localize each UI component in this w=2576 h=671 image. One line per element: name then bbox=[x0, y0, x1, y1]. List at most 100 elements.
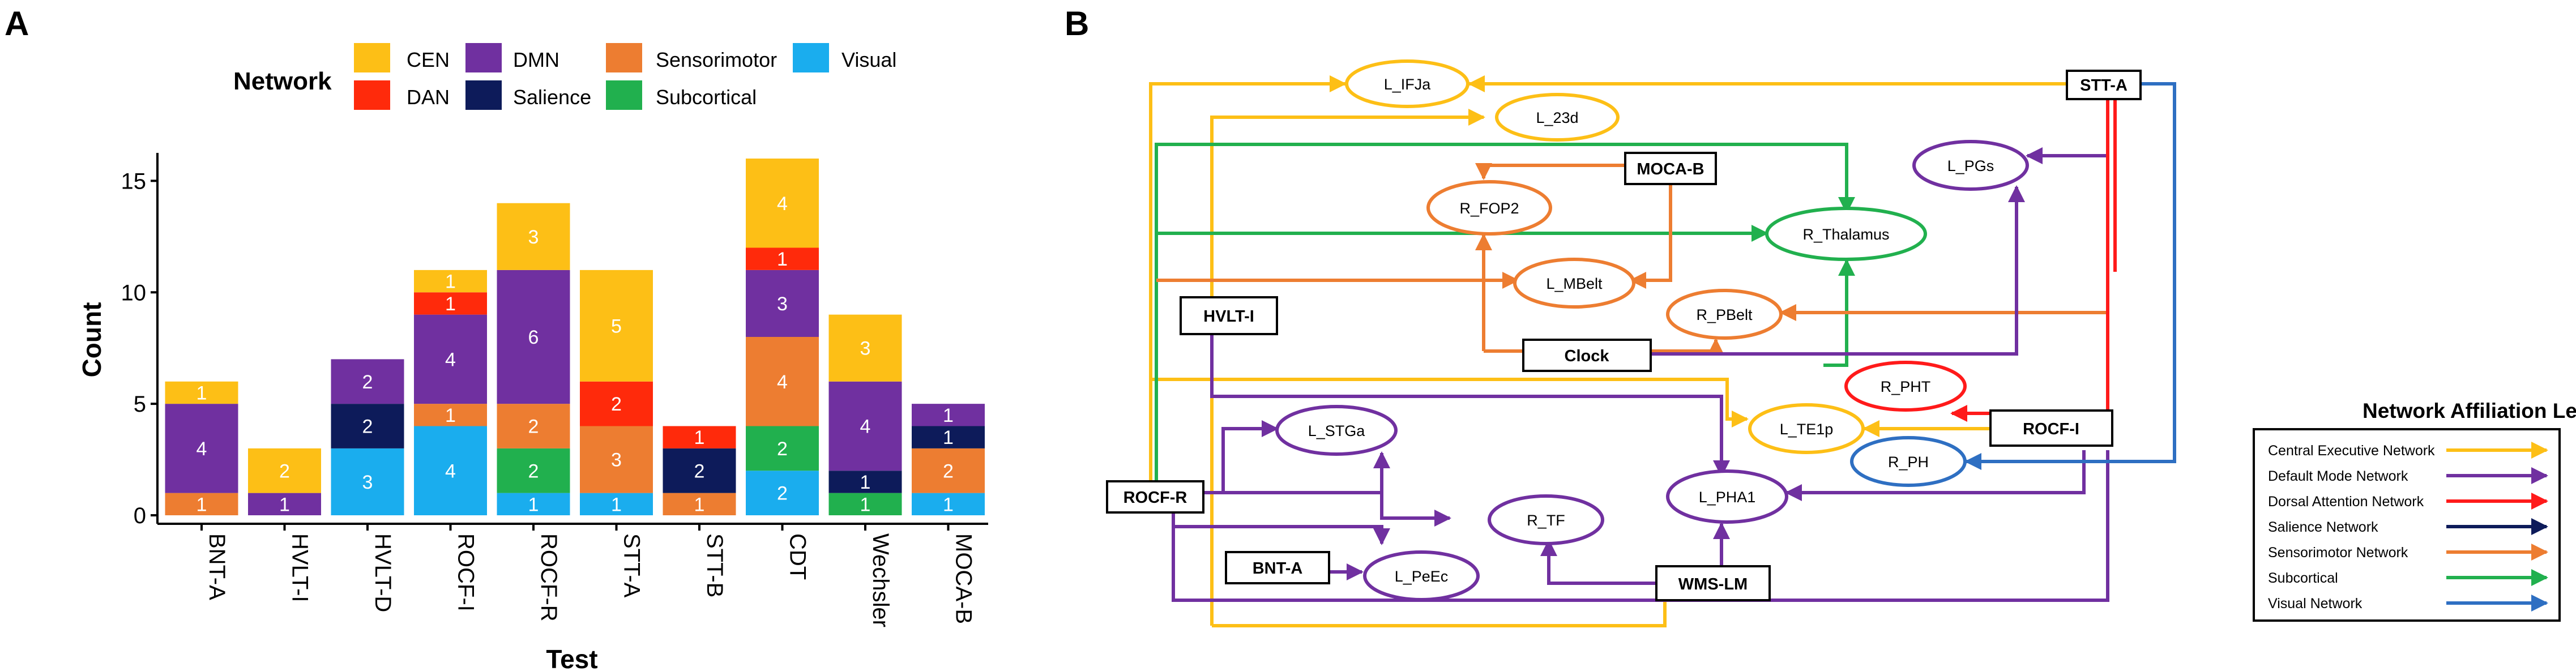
region-label-l-23d: L_23d bbox=[1536, 109, 1578, 126]
edge-hvlti-pha1 bbox=[1210, 334, 1730, 477]
x-tick-label-cdt: CDT bbox=[785, 533, 810, 580]
region-l-te1p bbox=[1748, 403, 1865, 454]
bar-value-label-stt-a-cen: 5 bbox=[611, 315, 622, 337]
bar-segment-moca-b-sensorimotor bbox=[912, 448, 985, 493]
y-tick-label: 10 bbox=[121, 280, 147, 305]
region-l-stga bbox=[1275, 405, 1398, 456]
bar-value-label-moca-b-sensorimotor: 2 bbox=[943, 460, 954, 482]
bar-segment-hvlt-d-salience bbox=[331, 404, 404, 448]
edge-wmslm-loop bbox=[1212, 597, 1667, 627]
bar-value-label-rocf-r-visual: 1 bbox=[528, 494, 539, 515]
bar-segment-hvlt-d-visual bbox=[331, 448, 404, 515]
test-box-moca-b bbox=[1624, 152, 1717, 185]
test-label-clock: Clock bbox=[1565, 347, 1610, 365]
bar-value-label-stt-b-dan: 1 bbox=[694, 427, 705, 448]
test-label-rocf-r: ROCF-R bbox=[1123, 489, 1187, 507]
legend-swatch-salience bbox=[465, 80, 502, 110]
bar-segment-cdt-dan bbox=[746, 247, 819, 270]
x-tick-label-rocf-i: ROCF-I bbox=[454, 533, 479, 612]
edge-clock-pbelt bbox=[1631, 338, 1724, 355]
region-r-pht bbox=[1844, 361, 1967, 412]
bar-segment-rocf-r-visual bbox=[497, 493, 570, 515]
region-l-mbelt bbox=[1513, 258, 1635, 309]
network-legend-label-visual-network: Visual Network bbox=[2268, 596, 2363, 612]
bar-value-label-rocf-i-dan: 1 bbox=[445, 293, 456, 315]
region-l-pgs bbox=[1912, 140, 2029, 191]
bar-value-label-hvlt-i-dmn: 1 bbox=[279, 494, 290, 515]
test-box-stt-a bbox=[2066, 70, 2142, 100]
legend-swatch-dan bbox=[354, 80, 390, 110]
region-label-r-tf: R_TF bbox=[1527, 512, 1565, 529]
bar-value-label-rocf-i-sensorimotor: 1 bbox=[445, 405, 456, 426]
bar-value-label-cdt-subcortical: 2 bbox=[777, 438, 788, 460]
legend-label-dan: DAN bbox=[407, 86, 450, 109]
bar-value-label-hvlt-d-salience: 2 bbox=[362, 416, 373, 438]
test-box-clock bbox=[1522, 339, 1652, 372]
edge-rocf-i-pha1 bbox=[1785, 450, 2086, 501]
region-label-l-ifja: L_IFJa bbox=[1384, 76, 1432, 93]
bar-value-label-stt-b-sensorimotor: 1 bbox=[694, 494, 705, 515]
edge-clock-pgs bbox=[1631, 185, 2025, 356]
bar-segment-hvlt-i-dmn bbox=[248, 493, 321, 515]
bar-segment-bnt-a-sensorimotor bbox=[165, 493, 238, 515]
panel-b-label: B bbox=[1065, 5, 1089, 42]
bar-value-label-moca-b-visual: 1 bbox=[943, 494, 954, 515]
test-label-wms-lm: WMS-LM bbox=[1678, 575, 1748, 593]
bar-segment-bnt-a-cen bbox=[165, 381, 238, 404]
test-box-bnt-a bbox=[1225, 551, 1330, 584]
legend-label-subcortical: Subcortical bbox=[656, 86, 757, 109]
x-tick-label-stt-b: STT-B bbox=[702, 533, 727, 597]
bar-segment-moca-b-salience bbox=[912, 426, 985, 448]
network-legend-label-dorsal-attention-network: Dorsal Attention Network bbox=[2268, 494, 2424, 510]
region-r-pbelt bbox=[1666, 289, 1783, 340]
edge-rocf-r-thalamus bbox=[1155, 143, 1855, 493]
bar-segment-wechsler-cen bbox=[828, 314, 902, 382]
network-legend-label-default-mode-network: Default Mode Network bbox=[2268, 468, 2408, 484]
region-r-fop2 bbox=[1426, 180, 1552, 236]
bar-segment-rocf-i-dan bbox=[414, 292, 487, 315]
x-tick-label-stt-a: STT-A bbox=[620, 533, 644, 598]
bar-segment-stt-b-dan bbox=[663, 426, 736, 448]
network-legend: Network Affiliation Legend Central Execu… bbox=[2253, 399, 2576, 622]
bar-value-label-cdt-cen: 4 bbox=[777, 193, 788, 215]
connection-lines bbox=[1149, 75, 2176, 627]
network-legend-label-central-executive-network: Central Executive Network bbox=[2268, 443, 2435, 459]
legend-label-visual: Visual bbox=[841, 48, 896, 71]
edge-mocab-mbelt bbox=[1629, 184, 1672, 289]
bar-segment-rocf-i-sensorimotor bbox=[414, 404, 487, 426]
bar-segment-cdt-cen bbox=[746, 159, 819, 248]
bar-segment-hvlt-i-cen bbox=[248, 448, 321, 493]
bar-value-label-stt-b-salience: 2 bbox=[694, 460, 705, 482]
legend-label-salience: Salience bbox=[513, 86, 591, 109]
bar-value-label-hvlt-i-cen: 2 bbox=[279, 460, 290, 482]
bar-value-label-rocf-i-visual: 4 bbox=[445, 460, 456, 482]
region-l-peec bbox=[1363, 550, 1480, 601]
x-axis-title: Test bbox=[546, 644, 597, 671]
bar-value-label-bnt-a-sensorimotor: 1 bbox=[196, 494, 207, 515]
edge-wmslm-tf bbox=[1540, 539, 1656, 585]
region-r-ph bbox=[1850, 436, 1967, 487]
bar-value-label-wechsler-cen: 3 bbox=[860, 338, 871, 360]
legend-swatch-cen bbox=[354, 43, 390, 72]
region-l-23d bbox=[1495, 93, 1620, 142]
legend-swatch-subcortical bbox=[606, 80, 642, 110]
x-tick-label-hvlt-i: HVLT-I bbox=[288, 533, 313, 602]
test-label-hvlt-i: HVLT-I bbox=[1203, 307, 1254, 326]
test-box-rocf-i bbox=[1989, 409, 2113, 447]
bar-value-label-hvlt-d-dmn: 2 bbox=[362, 371, 373, 393]
region-label-l-pgs: L_PGs bbox=[1947, 157, 1994, 174]
edge-rocf-r-loop bbox=[1172, 450, 2109, 602]
panel-a-chart: A Network CEN DAN DMN Salience Sensorimo… bbox=[5, 5, 988, 671]
bar-segment-rocf-r-sensorimotor bbox=[497, 404, 570, 448]
bar-segment-moca-b-dmn bbox=[912, 404, 985, 426]
bar-segment-cdt-sensorimotor bbox=[746, 337, 819, 426]
region-label-r-pht: R_PHT bbox=[1881, 378, 1931, 395]
region-label-l-peec: L_PeEc bbox=[1395, 568, 1449, 585]
test-nodes: STT-A MOCA-B HVLT-I Clock ROCF-I ROCF-R … bbox=[1106, 70, 2142, 601]
bar-segment-stt-b-salience bbox=[663, 448, 736, 493]
region-l-ifja bbox=[1345, 59, 1469, 108]
x-tick-label-rocf-r: ROCF-R bbox=[536, 533, 561, 622]
region-label-r-pbelt: R_PBelt bbox=[1696, 306, 1753, 323]
bar-value-label-stt-a-visual: 1 bbox=[611, 494, 622, 515]
